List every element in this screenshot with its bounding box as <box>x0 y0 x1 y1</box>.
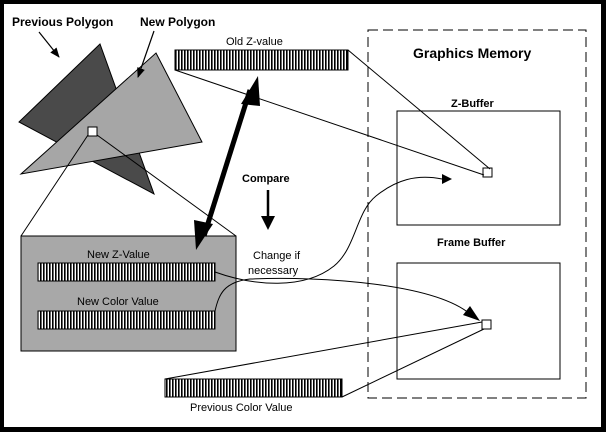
compare-double-arrow <box>201 89 253 237</box>
change-if-label-2: necessary <box>248 265 299 277</box>
color-update-curve <box>214 277 471 315</box>
graphics-memory-label: Graphics Memory <box>413 45 531 61</box>
polygon-pixel-marker <box>87 126 98 137</box>
z-buffer-diagram: Previous Polygon New Polygon Old Z-value… <box>12 15 587 414</box>
previous-color-value-bar <box>164 378 343 398</box>
z-buffer-label: Z-Buffer <box>451 98 494 110</box>
pixel-projection-left <box>20 134 89 237</box>
previous-color-line-left <box>164 321 483 380</box>
old-z-line-left <box>174 69 485 176</box>
new-z-value-label: New Z-Value <box>87 249 150 261</box>
previous-polygon-label: Previous Polygon <box>12 15 113 29</box>
new-color-value-label: New Color Value <box>77 296 159 308</box>
pixel-projection-right <box>96 134 237 237</box>
new-z-value-bar <box>37 262 216 282</box>
new-values-panel <box>20 235 237 352</box>
previous-polygon-pointer <box>38 31 60 58</box>
new-polygon-label: New Polygon <box>140 15 215 29</box>
color-update-arrowhead <box>463 306 480 321</box>
new-polygon-pointer <box>137 30 155 78</box>
compare-down-arrowhead <box>261 216 275 230</box>
frame-buffer-box <box>396 262 561 380</box>
compare-arrowhead-bottom <box>194 220 213 250</box>
change-if-label: Change if <box>253 250 301 262</box>
diagram-canvas: Previous Polygon New Polygon Old Z-value… <box>4 4 601 427</box>
z-update-arrowhead <box>442 174 452 184</box>
compare-arrowhead-top <box>241 76 260 106</box>
old-z-value-bar <box>174 49 349 71</box>
z-update-curve <box>214 176 443 284</box>
previous-color-line-right <box>341 328 485 398</box>
frame-buffer-label: Frame Buffer <box>437 237 506 249</box>
z-buffer-box <box>396 110 561 226</box>
new-color-value-bar <box>37 310 216 330</box>
compare-label: Compare <box>242 173 290 185</box>
previous-color-value-label: Previous Color Value <box>190 402 293 414</box>
frame-buffer-pixel <box>481 319 492 330</box>
new-polygon <box>19 52 203 175</box>
old-z-value-label: Old Z-value <box>226 36 283 48</box>
z-buffer-pixel <box>482 167 493 178</box>
graphics-memory-box <box>367 29 587 399</box>
old-z-line-right <box>347 49 491 170</box>
